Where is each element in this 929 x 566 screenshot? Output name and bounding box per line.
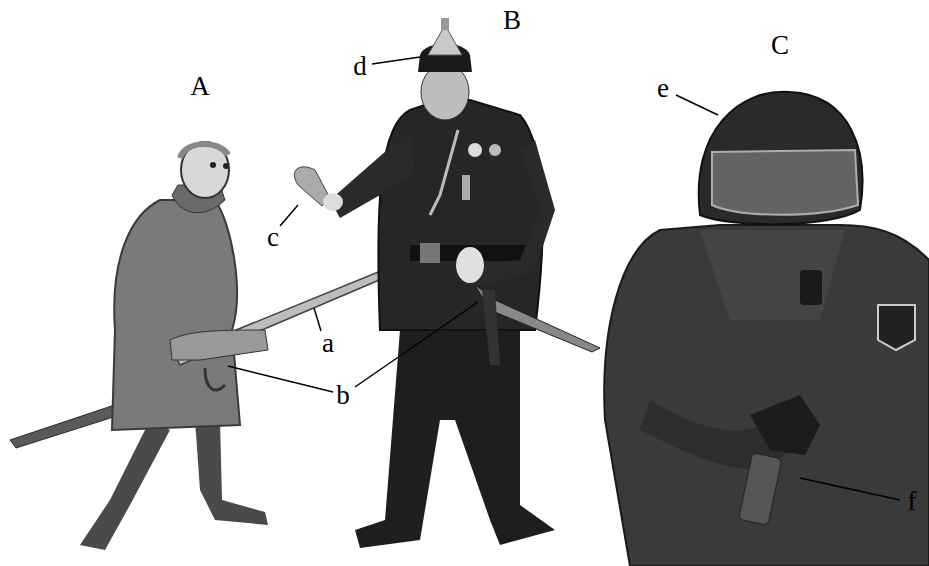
callout-letter: e	[657, 75, 669, 102]
callout-letter: f	[908, 488, 917, 515]
callout-letter: b	[336, 382, 350, 409]
figure-letter: A	[190, 73, 210, 100]
figure-letter: C	[771, 32, 789, 59]
callout-letter: a	[322, 330, 334, 357]
medieval-watchman	[10, 142, 391, 550]
leader-lines	[228, 57, 900, 500]
uniformed-officer	[294, 18, 600, 548]
callout-letter: c	[267, 224, 279, 251]
callout-letter: d	[353, 53, 367, 80]
figure-letter: B	[503, 7, 521, 34]
riot-police-officer	[604, 92, 929, 566]
